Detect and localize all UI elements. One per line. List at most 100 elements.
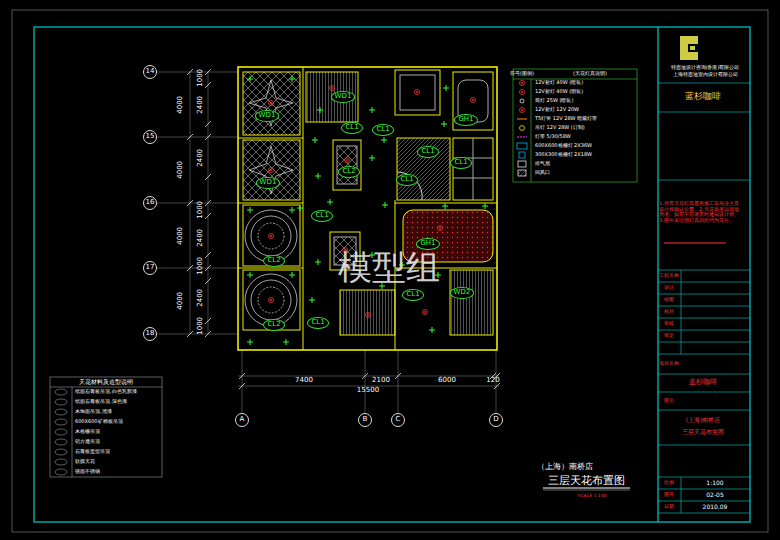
- legend-text: 吊灯 12V 28W (订制): [535, 125, 585, 131]
- node-text: 18: [146, 330, 155, 338]
- ceiling-tag: GH1: [454, 114, 477, 126]
- legend-text: 600X600矿棉板吊顶: [75, 419, 123, 425]
- node-text: CL1: [345, 124, 358, 132]
- field-label: 图号: [664, 492, 674, 498]
- dimension: 1000: [197, 69, 205, 87]
- field-value: 1:100: [706, 480, 723, 487]
- legend-text: T5灯管 12V 28W 暗藏灯带: [535, 116, 597, 122]
- node-text: 14: [146, 68, 155, 76]
- ceiling-tag: CL2: [338, 166, 359, 178]
- label-text: 4000: [177, 227, 185, 245]
- node-text: CL1: [315, 212, 328, 220]
- legend-entry: 纸面石膏板吊顶,深色漆: [75, 399, 127, 405]
- table-header: 天花材料及造型说明: [79, 379, 133, 385]
- label-text: 审核: [664, 321, 674, 327]
- label-text: 15500: [357, 387, 379, 395]
- node-text: CL1: [400, 176, 413, 184]
- field-label: 图名: [664, 398, 674, 404]
- ceiling-tag: CL1: [396, 174, 417, 186]
- field-value: 2010.09: [703, 504, 728, 511]
- node-text: B: [363, 416, 368, 424]
- label-text: 审定: [664, 333, 674, 339]
- axis-bubble: 16: [143, 196, 157, 210]
- axis-bubble: A: [235, 413, 249, 427]
- dimension: 4000: [177, 292, 185, 310]
- ceiling-tag: CL1: [307, 317, 328, 329]
- ceiling-tag: WD2: [450, 287, 475, 299]
- general-note: 1.所有天花灯具需在施工前与业主及设计师确认位置。2.天花高度以现场为准，如有不…: [659, 201, 743, 223]
- ceiling-tag: WD1: [255, 110, 280, 122]
- dimension: 2100: [372, 377, 390, 385]
- drawing-title: 三层天花布置图: [548, 475, 625, 487]
- legend-text: 灯带 5/30/58W: [535, 134, 571, 140]
- field-label: 比例: [664, 480, 674, 486]
- ceiling-tag: CL1: [417, 146, 438, 158]
- axis-bubble: 15: [143, 130, 157, 144]
- field-label: 校对: [664, 309, 674, 315]
- label-text: 6000: [438, 377, 456, 385]
- legend-text: 木格栅吊顶: [75, 429, 100, 435]
- legend-text: 镜面不锈钢: [75, 469, 100, 475]
- label-text: 2400: [197, 96, 205, 114]
- label-text: (上海)南桥店: [686, 417, 721, 424]
- label-text: 设计: [664, 285, 674, 291]
- legend-entry: 铝方通吊顶: [75, 439, 100, 445]
- label-text: 绘图: [664, 297, 674, 303]
- legend-text: 排气扇: [535, 161, 550, 167]
- label-text: 上海特思迪室内设计有限公司: [673, 73, 738, 78]
- axis-bubble: 14: [143, 65, 157, 79]
- ceiling-tag: CL1: [450, 157, 471, 169]
- dimension: 15500: [357, 387, 379, 395]
- dimension: 2400: [197, 96, 205, 114]
- table-header: (天花灯具说明): [573, 71, 607, 77]
- legend-text: 12V射灯 40W (明装): [535, 89, 583, 95]
- legend-entry: 300X300格栅灯 2X18W: [535, 152, 592, 158]
- label-text: 2100: [372, 377, 390, 385]
- label-text: 蓝杉咖啡: [689, 379, 717, 387]
- label-text: 三层天花布置图: [682, 429, 724, 436]
- node-text: CL1: [311, 319, 324, 327]
- watermark: 模型组: [338, 249, 440, 286]
- axis-bubble: D: [489, 413, 503, 427]
- node-text: D: [493, 416, 498, 424]
- dimension: 2400: [197, 149, 205, 167]
- field-value: 蓝杉咖啡: [689, 379, 717, 387]
- legend-text: 纸面石膏板吊顶,深色漆: [75, 399, 127, 405]
- label-text: 2400: [197, 229, 205, 247]
- dimension: 1000: [197, 317, 205, 335]
- label-text: 7400: [295, 377, 313, 385]
- label-text: 1000: [197, 69, 205, 87]
- drawing-subtitle: （上海）南桥店: [537, 463, 593, 472]
- dimension: 120: [486, 377, 499, 385]
- label-text: 2400: [197, 149, 205, 167]
- legend-entry: 镜面不锈钢: [75, 469, 100, 475]
- label-text: 校对: [664, 309, 674, 315]
- scale-note: SCALE 1:100: [578, 494, 607, 499]
- node-text: CL2: [267, 257, 280, 265]
- dimension: 4000: [177, 161, 185, 179]
- ceiling-tag: CL1: [311, 210, 332, 222]
- label-text: 4000: [177, 161, 185, 179]
- label-text: 120: [486, 377, 499, 385]
- legend-entry: 600X600格栅灯 2X36W: [535, 143, 592, 149]
- legend-entry: 木饰面吊顶,清漆: [75, 409, 112, 415]
- node-text: 15: [146, 133, 155, 141]
- node-text: WD2: [454, 289, 471, 297]
- legend-text: 软膜天花: [75, 459, 95, 465]
- label-text: 符号(图例): [510, 71, 534, 77]
- ceiling-tag: CL1: [341, 122, 362, 134]
- node-text: 16: [146, 199, 155, 207]
- legend-entry: 12V射灯 40W (明装): [535, 89, 583, 95]
- legend-entry: 木格栅吊顶: [75, 429, 100, 435]
- field-value: 02-05: [706, 492, 723, 499]
- dimension: 4000: [177, 227, 185, 245]
- legend-entry: 600X600矿棉板吊顶: [75, 419, 123, 425]
- legend-text: 筒灯 25W (暗装): [535, 98, 573, 104]
- label-text: 1000: [197, 257, 205, 275]
- ceiling-tag: CL1: [372, 124, 393, 136]
- node-text: CL1: [421, 148, 434, 156]
- project-name: 蓝杉咖啡: [685, 92, 721, 102]
- label-text: 1:100: [706, 480, 723, 487]
- label-text: 2010.09: [703, 504, 728, 511]
- company-name: 上海特思迪室内设计有限公司: [673, 73, 738, 78]
